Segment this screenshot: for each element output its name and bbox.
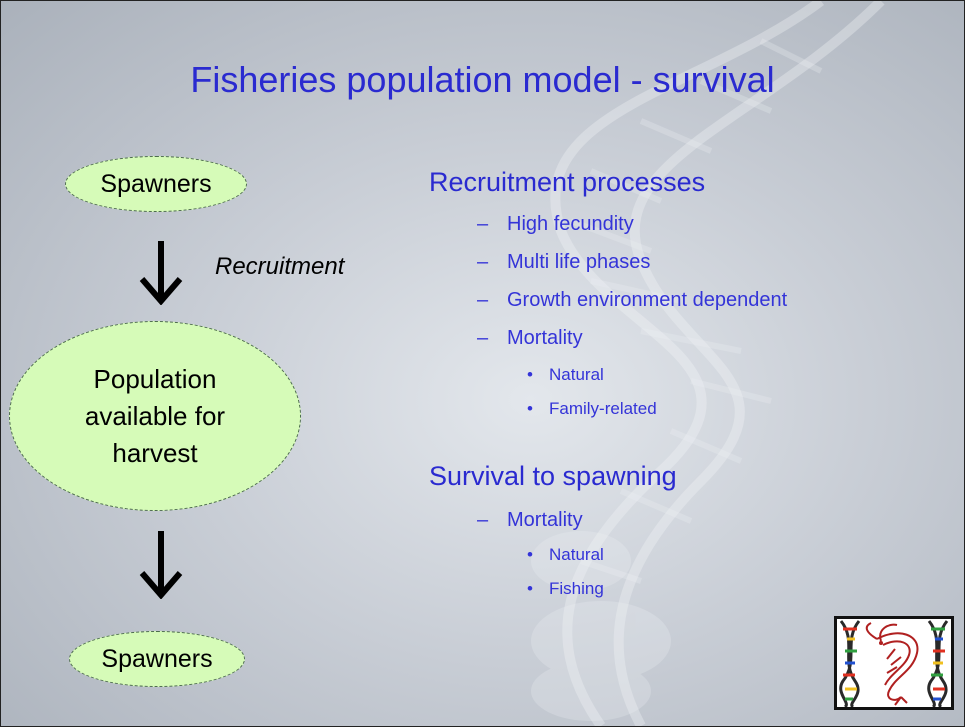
spawners-bottom-oval: Spawners bbox=[69, 631, 245, 687]
sub-list-item: •Family-related bbox=[527, 399, 657, 418]
arrow-down-icon bbox=[139, 241, 183, 305]
list-item: –Mortality bbox=[477, 327, 583, 349]
sub-list-item: •Fishing bbox=[527, 579, 604, 598]
list-item: –Growth environment dependent bbox=[477, 289, 788, 311]
spawners-top-oval: Spawners bbox=[65, 156, 247, 212]
recruitment-heading: Recruitment processes bbox=[429, 167, 706, 197]
arrow-down-icon bbox=[139, 531, 183, 599]
list-item: –High fecundity bbox=[477, 213, 634, 235]
sub-list-item: •Natural bbox=[527, 365, 604, 384]
list-item: –Mortality bbox=[477, 509, 583, 531]
population-text: Population available for harvest bbox=[85, 361, 225, 472]
population-line: harvest bbox=[112, 437, 198, 468]
logo-graphic bbox=[839, 620, 949, 707]
spawners-bottom-label: Spawners bbox=[101, 644, 213, 673]
survival-heading: Survival to spawning bbox=[429, 461, 677, 491]
population-line: available for bbox=[84, 400, 226, 431]
population-oval: Population available for harvest bbox=[9, 321, 301, 511]
sub-list-item: •Natural bbox=[527, 545, 604, 564]
spawners-top-label: Spawners bbox=[100, 169, 212, 198]
dna-shrimp-logo-icon bbox=[834, 616, 954, 710]
slide-title: Fisheries population model - survival bbox=[190, 59, 775, 100]
recruitment-label: Recruitment bbox=[215, 253, 345, 280]
list-item: –Multi life phases bbox=[477, 251, 651, 273]
population-line: Population bbox=[93, 363, 217, 394]
